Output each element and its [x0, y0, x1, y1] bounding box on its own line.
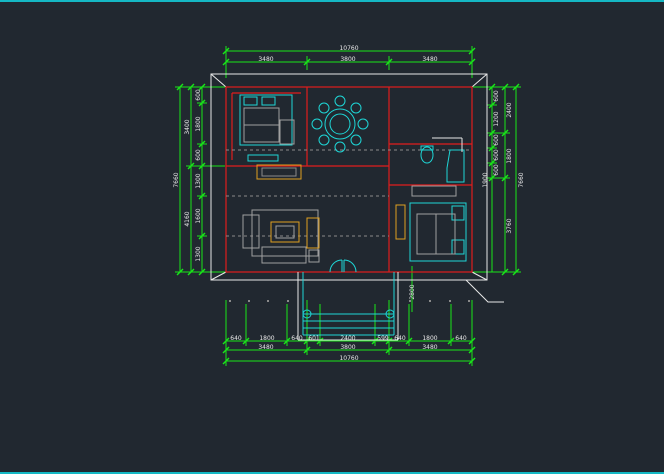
right-dimension-labels: 600 1200 600 600 600 1900 2400 1800 3760…: [409, 90, 525, 300]
roof-outline: [210, 73, 488, 281]
center-lines: [226, 149, 472, 237]
dim-bottom-b3: 3480: [422, 344, 437, 351]
dim-right-in-3: 600: [493, 134, 500, 146]
dim-left-in-6: 1300: [195, 246, 202, 261]
top-border: [0, 0, 664, 2]
bedroom-2-furniture: [395, 202, 467, 262]
dim-porch: 2800: [409, 284, 416, 299]
dimension-labels: 10760 3480 3800 3480 640 1800 640 601 24…: [230, 45, 467, 362]
dim-right-mid-1: 2400: [506, 102, 513, 117]
porch: [297, 272, 399, 341]
dim-bottom-a8: 1800: [422, 335, 437, 342]
dimension-ticks: [176, 47, 520, 365]
leader-line: [465, 279, 504, 303]
bathroom-fixtures: [411, 137, 465, 197]
dim-right-mid-3: 3760: [506, 218, 513, 233]
walls: [225, 86, 473, 273]
dim-top-seg-3: 3480: [422, 56, 437, 63]
dim-bottom-a5: 2400: [340, 335, 355, 342]
dim-left-in-2: 1800: [195, 116, 202, 131]
dim-right-in-4: 600: [493, 149, 500, 161]
dim-bottom-a7: 640: [394, 335, 406, 342]
bedroom-1-furniture: [239, 94, 302, 180]
dim-top-overall: 10760: [339, 45, 358, 52]
entry-door: [329, 259, 357, 273]
living-room-furniture: [242, 209, 320, 264]
dim-right-in-1: 600: [493, 90, 500, 102]
dim-right-note: 1900: [482, 172, 489, 187]
dim-right-in-5: 600: [493, 164, 500, 176]
dim-right-in-2: 1200: [493, 111, 500, 126]
dim-bottom-a4: 601: [308, 335, 320, 342]
porch-steps: [302, 272, 395, 336]
dim-bottom-a1: 640: [230, 335, 242, 342]
dim-left-in-1: 600: [195, 89, 202, 101]
dim-left-overall: 7660: [173, 172, 180, 187]
dim-bottom-a3: 640: [291, 335, 303, 342]
dim-right-overall: 7660: [518, 172, 525, 187]
dim-left-mid-1: 3400: [184, 119, 191, 134]
dim-top-seg-2: 3800: [340, 56, 355, 63]
dim-bottom-b1: 3480: [258, 344, 273, 351]
dim-left-in-3: 600: [195, 149, 202, 161]
grid-markers: [229, 300, 470, 302]
dining-table: [311, 95, 369, 153]
left-dimension-labels: 7660 3400 4160 600 1800 600 1300 1600 13…: [173, 89, 202, 262]
dim-top-seg-1: 3480: [258, 56, 273, 63]
dim-left-mid-2: 4160: [184, 211, 191, 226]
dim-bottom-b2: 3800: [340, 344, 355, 351]
dim-right-mid-2: 1800: [506, 148, 513, 163]
dim-left-in-5: 1600: [195, 208, 202, 223]
dim-bottom-overall: 10760: [339, 355, 358, 362]
dim-bottom-a9: 640: [455, 335, 467, 342]
bottom-border: [0, 472, 664, 474]
dimension-lines: [175, 46, 521, 366]
dim-bottom-a2: 1800: [259, 335, 274, 342]
dim-bottom-a6: 599: [377, 335, 389, 342]
dim-left-in-4: 1300: [195, 173, 202, 188]
